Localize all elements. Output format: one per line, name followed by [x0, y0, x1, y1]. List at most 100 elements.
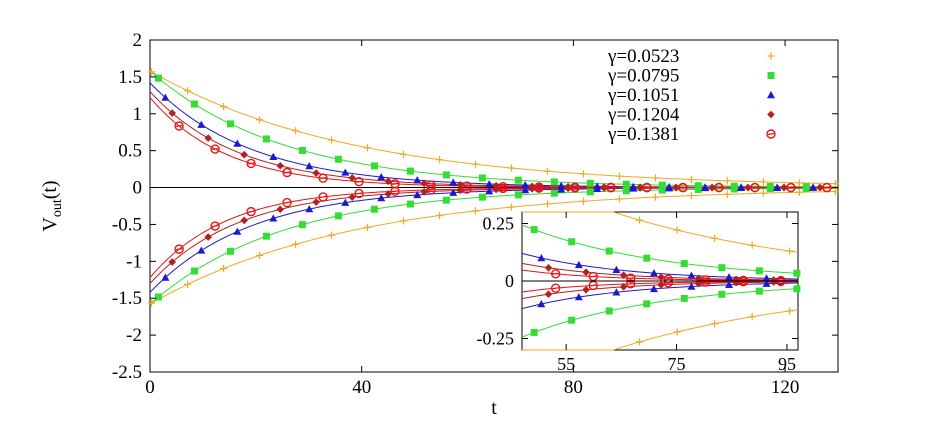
inset-point — [530, 328, 538, 336]
main-point — [282, 197, 292, 208]
main-point — [327, 136, 336, 144]
main-curve-upper-0 — [149, 70, 839, 185]
main-point — [759, 189, 767, 197]
inset-ytick-label: 0.25 — [483, 214, 515, 234]
main-point — [354, 188, 364, 199]
main-point — [615, 195, 624, 203]
inset-point — [635, 216, 644, 224]
inset-point — [701, 277, 711, 287]
inset-curve-lower-1 — [521, 288, 799, 338]
inset-point — [605, 247, 613, 255]
main-point — [521, 181, 530, 189]
main-point — [377, 194, 386, 202]
legend-marker — [766, 129, 776, 139]
inset-point — [748, 313, 756, 321]
main-point — [442, 171, 450, 179]
main-point — [233, 227, 242, 235]
main-point — [312, 198, 320, 206]
main-point — [665, 184, 674, 192]
main-point — [327, 231, 336, 239]
main-point — [334, 155, 342, 163]
main-point — [240, 150, 249, 159]
main-point — [210, 144, 220, 154]
main-point — [485, 179, 494, 188]
main-ytick-label: 1 — [133, 104, 143, 125]
main-point — [370, 205, 378, 213]
main-point — [586, 188, 594, 196]
main-point — [723, 190, 731, 198]
main-point — [528, 184, 536, 193]
main-point — [377, 173, 386, 181]
main-point — [147, 299, 156, 307]
main-point — [593, 184, 602, 192]
main-xtick-label: 120 — [771, 377, 800, 398]
main-point — [816, 183, 824, 192]
y-axis-title-tail: (t) — [39, 180, 61, 199]
main-point — [600, 184, 608, 192]
main-point — [161, 93, 170, 101]
main-point — [406, 200, 414, 208]
main-point — [615, 172, 624, 180]
inset-point — [537, 299, 546, 308]
main-point — [246, 158, 256, 169]
main-point — [282, 167, 292, 178]
main-point — [197, 120, 206, 128]
inset-point — [582, 268, 590, 277]
main-point — [442, 196, 450, 204]
main-point — [420, 187, 428, 196]
inset-point — [755, 267, 763, 275]
inset-point — [550, 269, 561, 279]
inset-point — [793, 285, 801, 293]
inset-point — [612, 265, 621, 273]
main-point — [795, 179, 803, 187]
inset-point — [680, 294, 688, 302]
main-point — [269, 152, 278, 160]
inset-point — [793, 269, 801, 277]
inset-point — [663, 278, 673, 288]
main-point — [606, 183, 616, 193]
main-point — [786, 182, 796, 193]
main-point — [456, 186, 464, 195]
main-point — [773, 183, 782, 191]
main-point — [190, 267, 198, 275]
inset-point — [582, 285, 590, 294]
plot-frame — [149, 39, 839, 373]
legend-marker — [767, 91, 775, 99]
main-point — [174, 244, 184, 254]
inset-point — [568, 316, 576, 324]
inset-point — [769, 278, 778, 286]
main-point — [507, 164, 516, 172]
main-point — [708, 183, 716, 192]
main-point — [809, 183, 818, 191]
inset-point — [725, 273, 733, 281]
main-point — [147, 68, 156, 76]
main-point — [750, 182, 760, 193]
main-point — [413, 176, 422, 184]
legend-label: γ=0.1051 — [607, 85, 679, 106]
main-point — [521, 186, 530, 194]
main-curve-upper-4 — [149, 97, 838, 189]
inset-point — [657, 273, 665, 281]
main-point — [384, 190, 392, 198]
main-point — [174, 121, 184, 131]
main-curve-upper-2 — [149, 82, 838, 188]
main-point — [390, 186, 400, 196]
inset-point — [643, 300, 651, 308]
main-point — [730, 185, 738, 193]
main-point — [478, 174, 486, 182]
main-point — [471, 160, 480, 168]
inset-point — [711, 320, 719, 328]
legend-label: γ=0.0795 — [607, 66, 679, 87]
main-point — [579, 197, 588, 205]
main-point — [348, 174, 356, 182]
main-point — [759, 178, 767, 186]
main-point — [168, 258, 177, 266]
main-point — [629, 184, 638, 192]
inset-point — [687, 271, 696, 279]
inset-point — [680, 260, 688, 268]
inset-point — [619, 271, 628, 279]
main-point — [550, 178, 558, 186]
inset-point — [657, 281, 665, 289]
main-point — [161, 273, 170, 281]
